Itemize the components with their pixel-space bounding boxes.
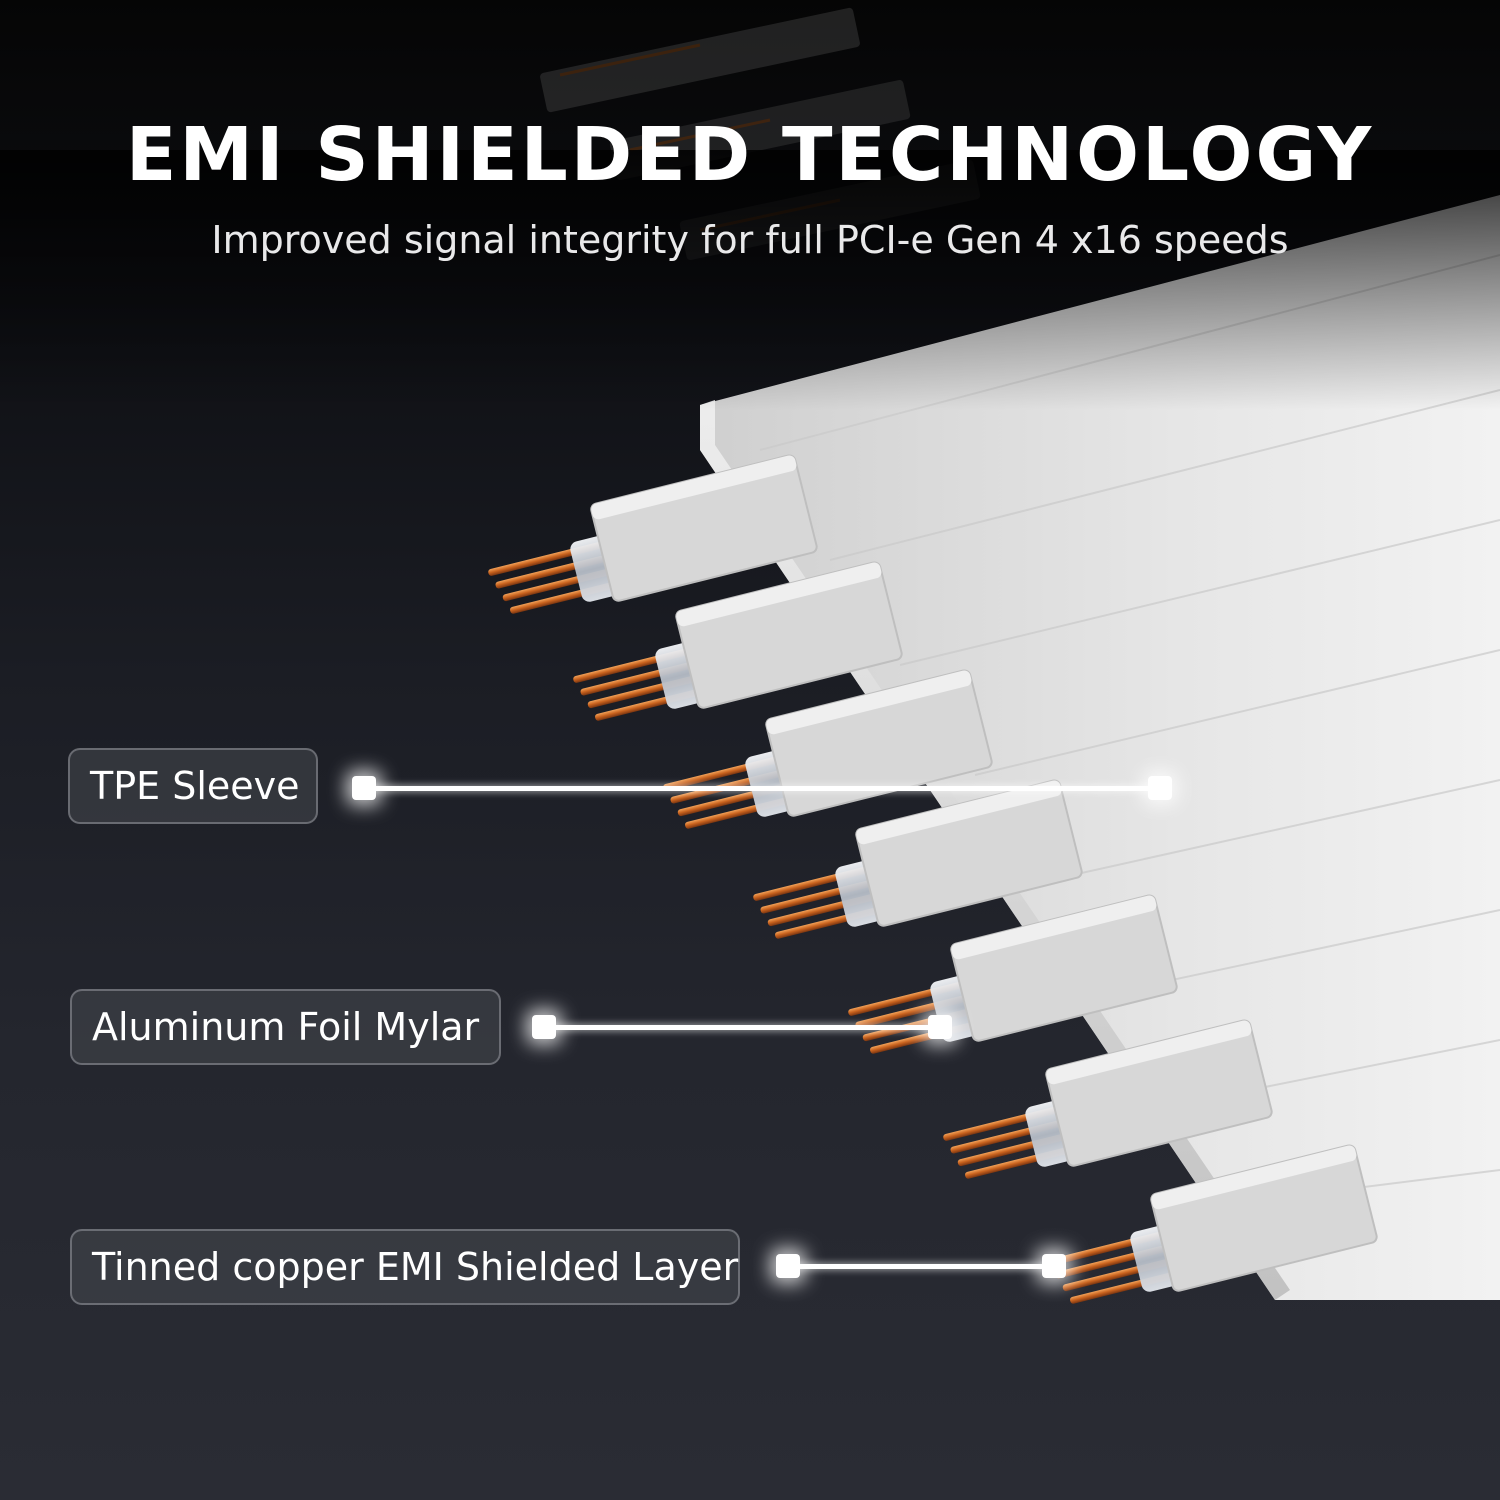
shielded-pair (573, 561, 903, 721)
leader-line-tpe (364, 786, 1162, 791)
headline: EMI SHIELDED TECHNOLOGY (125, 112, 1375, 198)
sleeve-highlight (591, 455, 797, 520)
callout-label: TPE Sleeve (90, 764, 300, 808)
exposed-wire-pairs (488, 454, 1378, 1304)
leader-line-foil (544, 1025, 940, 1030)
leader-dot-end (1148, 776, 1172, 800)
shielded-pair (943, 1019, 1273, 1179)
shielded-pair (663, 669, 993, 829)
leader-dot-start (352, 776, 376, 800)
sleeve-highlight (766, 670, 972, 735)
sleeve-highlight (676, 562, 882, 627)
callout-aluminum-foil: Aluminum Foil Mylar (70, 989, 501, 1065)
shielded-pair (488, 454, 818, 614)
leader-dot-start (532, 1015, 556, 1039)
callout-label: Tinned copper EMI Shielded Layer (92, 1245, 739, 1289)
leader-dot-end (928, 1015, 952, 1039)
tpe-sleeve-stub (590, 454, 818, 602)
leader-line-tinned (788, 1264, 1054, 1269)
subheadline: Improved signal integrity for full PCI-e… (211, 218, 1289, 262)
shielded-pair (1048, 1144, 1378, 1304)
sleeve-highlight (1046, 1020, 1252, 1085)
callout-label: Aluminum Foil Mylar (92, 1005, 480, 1049)
leader-dot-end (1042, 1254, 1066, 1278)
callout-tpe-sleeve: TPE Sleeve (68, 748, 318, 824)
sleeve-highlight (951, 895, 1157, 960)
leader-dot-start (776, 1254, 800, 1278)
callout-tinned-copper: Tinned copper EMI Shielded Layer (70, 1229, 740, 1305)
cable-sleeve-body (0, 150, 1500, 1300)
shielded-pair (753, 779, 1083, 939)
sleeve-highlight (1151, 1145, 1357, 1210)
sleeve-highlight (856, 780, 1062, 845)
